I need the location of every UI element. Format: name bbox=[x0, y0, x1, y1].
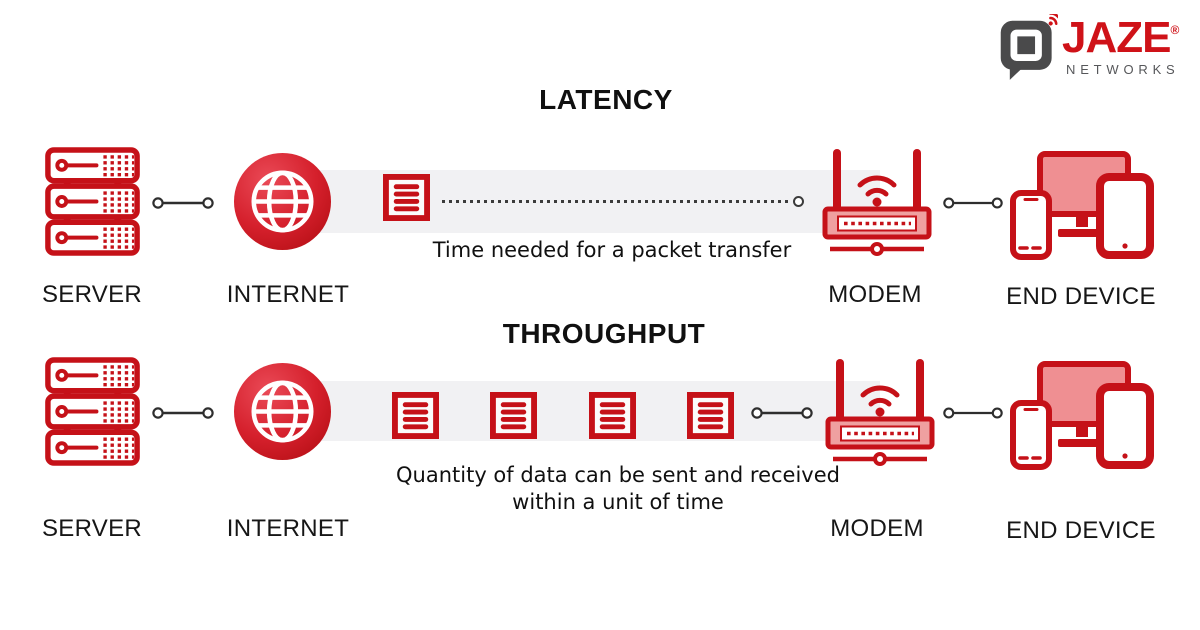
link-packets-modem-icon bbox=[750, 405, 814, 421]
wifi-router-icon bbox=[825, 357, 935, 469]
label-end-device: END DEVICE bbox=[1006, 283, 1156, 310]
link-modem-device-icon bbox=[942, 405, 1004, 421]
packet-icon bbox=[589, 392, 636, 439]
brand-name: JAZE® bbox=[1062, 16, 1179, 60]
latency-caption: Time needed for a packet transfer bbox=[432, 238, 792, 262]
label-modem: MODEM bbox=[830, 515, 924, 542]
label-internet: INTERNET bbox=[226, 515, 350, 542]
devices-icon bbox=[1010, 151, 1154, 261]
jaze-logo: JAZE® NETWORKS bbox=[996, 12, 1191, 84]
throughput-caption-line2: within a unit of time bbox=[512, 490, 724, 514]
server-rack-icon bbox=[44, 357, 141, 466]
packet-icon bbox=[383, 174, 430, 221]
latency-title: LATENCY bbox=[539, 84, 673, 115]
latency-dotted-path bbox=[442, 200, 790, 203]
wifi-router-icon bbox=[822, 147, 932, 259]
throughput-caption: Quantity of data can be sent and receive… bbox=[396, 462, 840, 516]
dotted-path-end-node bbox=[793, 196, 804, 207]
brand-subtitle: NETWORKS bbox=[1066, 62, 1180, 77]
registered-mark: ® bbox=[1170, 23, 1180, 37]
globe-icon bbox=[233, 152, 332, 251]
label-modem: MODEM bbox=[828, 281, 922, 308]
throughput-title: THROUGHPUT bbox=[502, 318, 706, 349]
link-server-internet-icon bbox=[151, 195, 215, 211]
link-modem-device-icon bbox=[942, 195, 1004, 211]
packet-icon bbox=[490, 392, 537, 439]
speech-bubble-wifi-icon bbox=[998, 14, 1058, 82]
packet-icon bbox=[687, 392, 734, 439]
server-rack-icon bbox=[44, 147, 141, 256]
link-server-internet-icon bbox=[151, 405, 215, 421]
devices-icon bbox=[1010, 361, 1154, 471]
label-server: SERVER bbox=[41, 281, 143, 308]
label-internet: INTERNET bbox=[226, 281, 350, 308]
packet-icon bbox=[392, 392, 439, 439]
label-end-device: END DEVICE bbox=[1006, 517, 1156, 544]
globe-icon bbox=[233, 362, 332, 461]
throughput-caption-line1: Quantity of data can be sent and receive… bbox=[396, 463, 840, 487]
brand-word: JAZE bbox=[1062, 13, 1171, 62]
label-server: SERVER bbox=[41, 515, 143, 542]
